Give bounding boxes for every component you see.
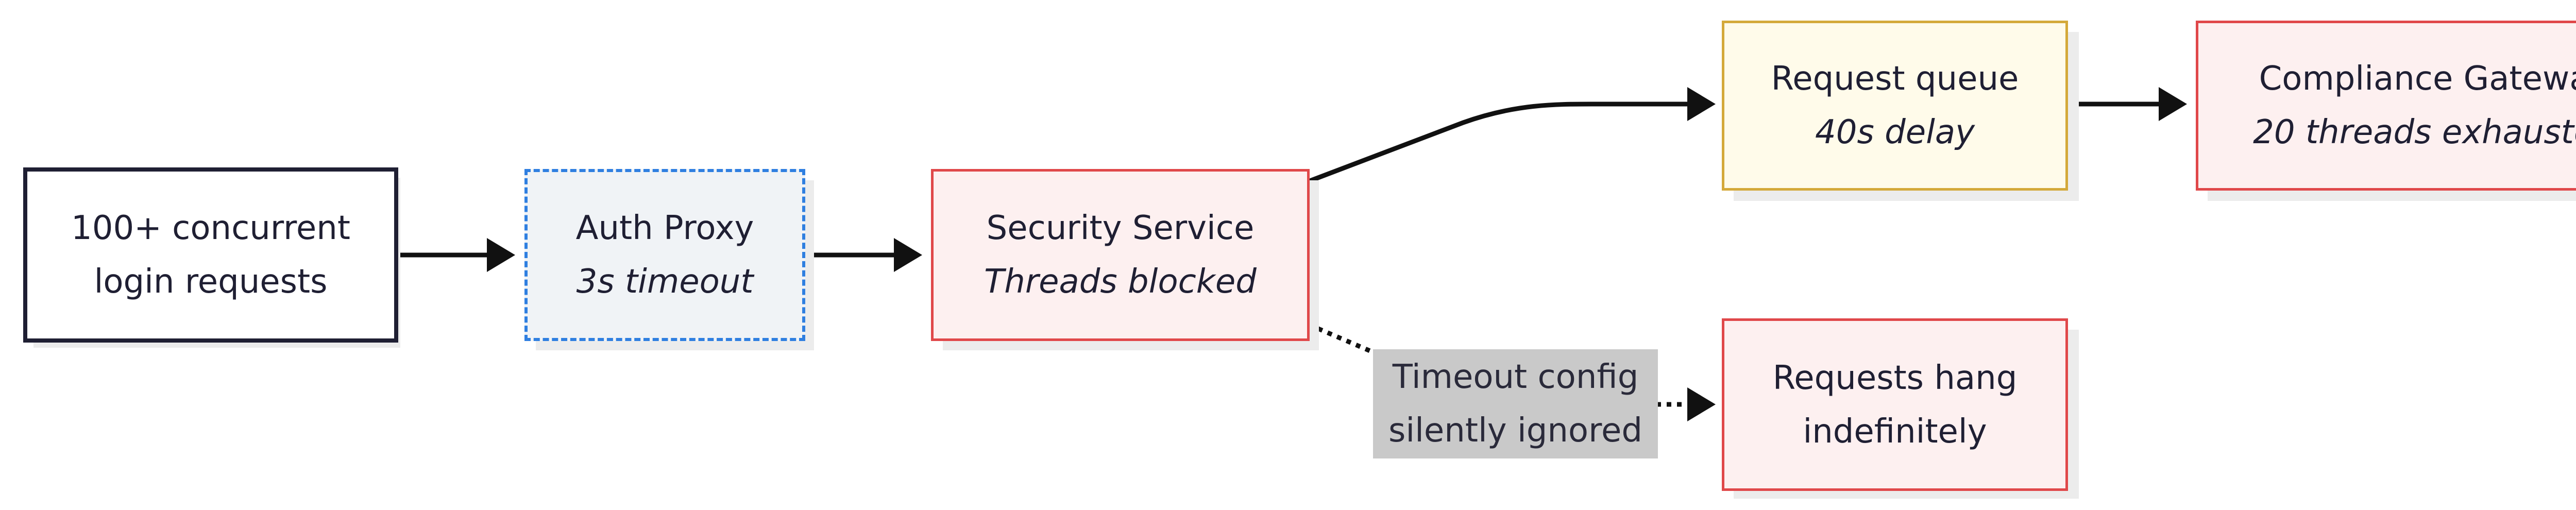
arrowhead-queue-to-gateway <box>2159 87 2187 121</box>
node-concurrent-requests-line1: 100+ concurrent <box>71 209 350 247</box>
arrowhead-requests-to-proxy <box>487 238 515 272</box>
node-concurrent-requests: 100+ concurrent login requests <box>23 167 398 343</box>
node-requests-hang-line1: Requests hang <box>1772 359 2018 397</box>
node-requests-hang: Requests hang indefinitely <box>1722 318 2068 491</box>
node-concurrent-requests-line2: login requests <box>94 263 328 301</box>
node-security-service-subtitle: Threads blocked <box>984 263 1257 301</box>
node-security-service: Security Service Threads blocked <box>931 169 1310 341</box>
arrowhead-security-to-hang <box>1687 387 1716 421</box>
node-request-queue: Request queue 40s delay <box>1722 21 2068 191</box>
edge-security-to-queue <box>1308 101 1690 184</box>
node-request-queue-title: Request queue <box>1771 60 2019 98</box>
node-security-service-title: Security Service <box>986 209 1255 247</box>
node-compliance-gateway-subtitle: 20 threads exhausted <box>2253 113 2576 151</box>
node-auth-proxy: Auth Proxy 3s timeout <box>524 169 805 341</box>
arrowhead-proxy-to-security <box>894 238 922 272</box>
node-auth-proxy-title: Auth Proxy <box>575 209 754 247</box>
node-auth-proxy-subtitle: 3s timeout <box>576 263 754 301</box>
node-compliance-gateway: Compliance Gateway 20 threads exhausted <box>2196 21 2576 191</box>
node-compliance-gateway-title: Compliance Gateway <box>2259 60 2576 98</box>
node-requests-hang-line2: indefinitely <box>1803 412 1987 451</box>
edge-label-timeout-ignored: Timeout config silently ignored <box>1373 349 1658 458</box>
edge-label-timeout-line2: silently ignored <box>1388 412 1642 450</box>
edge-label-timeout-line1: Timeout config <box>1392 358 1639 396</box>
node-request-queue-subtitle: 40s delay <box>1815 113 1975 151</box>
edge-security-to-hang <box>1308 322 1382 358</box>
arrowhead-security-to-queue <box>1687 87 1716 121</box>
